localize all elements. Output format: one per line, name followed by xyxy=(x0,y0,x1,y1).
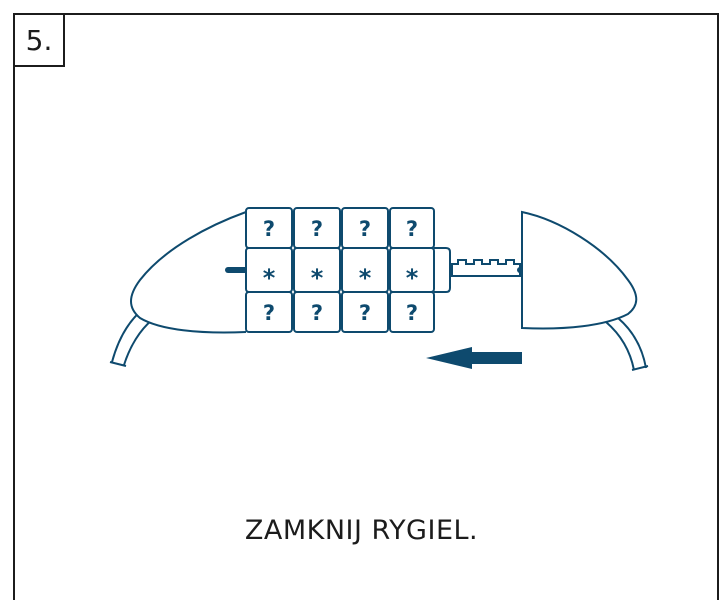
dial-top-symbol: ? xyxy=(359,217,371,241)
dial-wheels xyxy=(245,207,435,333)
step-number-box: 5. xyxy=(13,13,65,67)
illustration-frame xyxy=(13,13,719,600)
dial-cell xyxy=(389,291,435,333)
left-lock-housing xyxy=(130,211,247,334)
key-bolt xyxy=(451,259,521,277)
dial-top-symbol: ? xyxy=(311,217,323,241)
dial-middle-row: * * * * xyxy=(263,264,419,292)
right-cable-end xyxy=(631,365,649,371)
dial-middle-symbol: * xyxy=(263,264,276,292)
dial-top-symbol: ? xyxy=(263,217,275,241)
dial-bottom-symbol: ? xyxy=(263,301,275,325)
right-lock-housing xyxy=(521,210,638,330)
dial-middle-symbol: * xyxy=(311,264,324,292)
right-cable-inner xyxy=(605,321,635,371)
dial-top-row: ? ? ? ? xyxy=(263,217,418,241)
dial-middle-symbol: * xyxy=(406,264,419,292)
dial-bottom-symbol: ? xyxy=(311,301,323,325)
dial-cell xyxy=(293,291,341,333)
left-cable-end xyxy=(109,361,127,367)
step-number: 5. xyxy=(25,23,53,57)
dial-cylinder-cap xyxy=(434,247,451,293)
instruction-caption: ZAMKNIJ RYGIEL. xyxy=(244,515,479,546)
dial-bottom-row: ? ? ? ? xyxy=(263,301,418,325)
dial-cell xyxy=(341,291,389,333)
dial-top-symbol: ? xyxy=(406,217,418,241)
dial-cell xyxy=(245,291,293,333)
arrow-left-icon xyxy=(426,347,522,369)
dial-bottom-symbol: ? xyxy=(359,301,371,325)
right-cable-outer xyxy=(617,317,647,369)
dial-bottom-symbol: ? xyxy=(406,301,418,325)
dial-middle-symbol: * xyxy=(359,264,372,292)
